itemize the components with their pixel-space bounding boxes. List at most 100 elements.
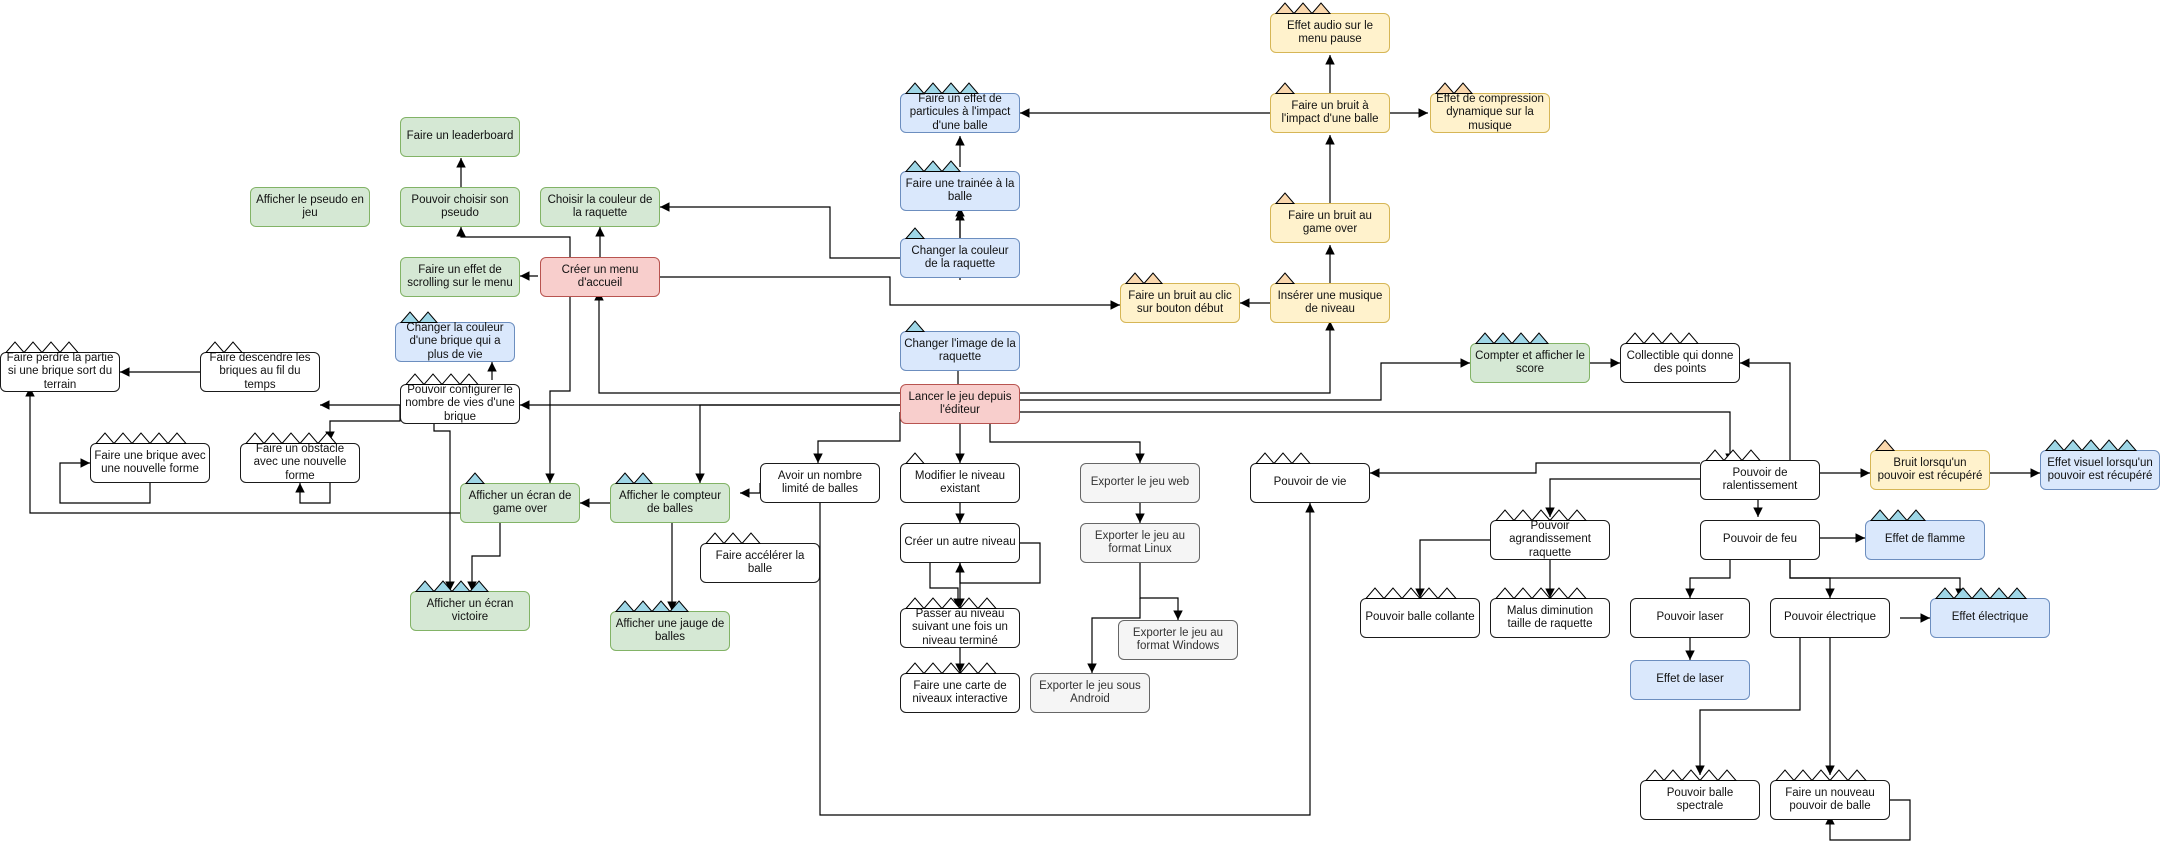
priority-triangle-icon	[1566, 509, 1587, 521]
priority-markers	[2045, 439, 2137, 451]
node-effet-electrique[interactable]: Effet électrique	[1930, 587, 2050, 638]
node-afficher-pseudo[interactable]: Afficher le pseudo en jeu	[250, 187, 370, 227]
node-bruit-clic[interactable]: Faire un bruit au clic sur bouton début	[1120, 272, 1240, 323]
node-victoire-screen[interactable]: Afficher un écran victoire	[410, 580, 530, 631]
node-pouvoir-vie[interactable]: Pouvoir de vie	[1250, 452, 1370, 503]
node-label: Faire un leaderboard	[406, 130, 514, 143]
node-lancer-le-jeu[interactable]: Lancer le jeu depuis l'éditeur	[900, 384, 1020, 424]
priority-triangle-icon	[1625, 332, 1646, 344]
edge	[1020, 411, 1735, 463]
priority-triangle-icon	[1548, 587, 1570, 599]
priority-triangle-icon	[1292, 2, 1314, 14]
node-compression-musique[interactable]: Effet de compression dynamique sur la mu…	[1430, 82, 1550, 133]
node-perdre-partie[interactable]: Faire perdre la partie si une brique sor…	[0, 341, 120, 392]
priority-triangle-icon	[58, 341, 79, 353]
node-label: Effet audio sur le menu pause	[1286, 19, 1374, 45]
priority-triangle-icon	[1418, 587, 1440, 599]
node-bruit-impact[interactable]: Faire un bruit à l'impact d'une balle	[1270, 82, 1390, 133]
priority-triangle-icon	[1530, 509, 1552, 521]
node-trainee-balle[interactable]: Faire une trainée à la balle	[900, 160, 1020, 211]
priority-triangle-icon	[1495, 509, 1516, 521]
node-bruit-game-over[interactable]: Faire un bruit au game over	[1270, 192, 1390, 243]
node-export-windows[interactable]: Exporter le jeu au format Windows	[1118, 620, 1238, 660]
node-label: Changer l'image de la raquette	[904, 337, 1016, 363]
node-niveau-suivant[interactable]: Passer au niveau suivant une fois un niv…	[900, 597, 1020, 648]
node-bruit-pouvoir[interactable]: Bruit lorsqu'un pouvoir est récupéré	[1870, 439, 1990, 490]
node-descendre-briques[interactable]: Faire descendre les briques au fil du te…	[200, 341, 320, 392]
node-couleur-raquette[interactable]: Changer la couleur de la raquette	[900, 227, 1020, 278]
edge	[1789, 560, 1835, 598]
node-carte-niveaux[interactable]: Faire une carte de niveaux interactive	[900, 662, 1020, 713]
node-audio-pause[interactable]: Effet audio sur le menu pause	[1270, 2, 1390, 53]
priority-triangle-icon	[632, 600, 654, 612]
priority-markers	[205, 341, 243, 353]
priority-markers	[245, 432, 337, 444]
priority-markers	[5, 341, 79, 353]
priority-triangle-icon	[1530, 587, 1552, 599]
node-scrolling-menu[interactable]: Faire un effet de scrolling sur le menu	[400, 257, 520, 297]
node-balle-spectrale[interactable]: Pouvoir balle spectrale	[1640, 769, 1760, 820]
node-agrandissement-raquette[interactable]: Pouvoir agrandissement raquette	[1490, 509, 1610, 560]
node-compteur-balles[interactable]: Afficher le compteur de balles	[610, 472, 730, 523]
node-malus-raquette[interactable]: Malus diminution taille de raquette	[1490, 587, 1610, 638]
priority-triangle-icon	[1548, 509, 1570, 521]
priority-triangle-icon	[1290, 452, 1311, 464]
priority-triangle-icon	[1452, 82, 1473, 94]
priority-markers	[1645, 769, 1737, 781]
node-modifier-niveau[interactable]: Modifier le niveau existant	[900, 452, 1020, 503]
node-musique-niveau[interactable]: Insérer une musique de niveau	[1270, 272, 1390, 323]
node-nouveau-pouvoir-balle[interactable]: Faire un nouveau pouvoir de balle	[1770, 769, 1890, 820]
edge	[1825, 799, 1911, 841]
node-effet-flamme[interactable]: Effet de flamme	[1865, 509, 1985, 560]
priority-triangle-icon	[222, 341, 243, 353]
priority-triangle-icon	[450, 580, 472, 592]
priority-triangle-icon	[1775, 769, 1796, 781]
priority-triangle-icon	[1142, 272, 1163, 284]
priority-triangle-icon	[1125, 272, 1146, 284]
priority-triangle-icon	[940, 597, 962, 609]
node-export-web[interactable]: Exporter le jeu web	[1080, 463, 1200, 503]
node-jauge-balles[interactable]: Afficher une jauge de balles	[610, 600, 730, 651]
node-menu-accueil[interactable]: Créer un menu d'accueil	[540, 257, 660, 297]
node-score[interactable]: Compter et afficher le score	[1470, 332, 1590, 383]
node-particules-impact[interactable]: Faire un effet de particules à l'impact …	[900, 82, 1020, 133]
priority-markers	[95, 432, 187, 444]
node-pouvoir-laser[interactable]: Pouvoir laser	[1630, 598, 1750, 638]
priority-triangle-icon	[1875, 439, 1895, 451]
node-collectible-points[interactable]: Collectible qui donne des points	[1620, 332, 1740, 383]
node-creer-niveau[interactable]: Créer un autre niveau	[900, 523, 1020, 563]
priority-markers	[905, 597, 997, 609]
priority-markers	[1775, 769, 1867, 781]
priority-triangle-icon	[40, 341, 62, 353]
node-leaderboard[interactable]: Faire un leaderboard	[400, 117, 520, 157]
node-image-raquette[interactable]: Changer l'image de la raquette	[900, 320, 1020, 371]
node-vies-brique[interactable]: Pouvoir configurer le nombre de vies d'u…	[400, 373, 520, 424]
node-effet-visuel-pouvoir[interactable]: Effet visuel lorsqu'un pouvoir est récup…	[2040, 439, 2160, 490]
node-pouvoir-feu[interactable]: Pouvoir de feu	[1700, 520, 1820, 560]
node-couleur-brique[interactable]: Changer la couleur d'une brique qui a pl…	[395, 311, 515, 362]
priority-triangle-icon	[298, 432, 320, 444]
node-game-over-screen[interactable]: Afficher un écran de game over	[460, 472, 580, 523]
priority-triangle-icon	[705, 532, 726, 544]
node-brique-forme[interactable]: Faire une brique avec une nouvelle forme	[90, 432, 210, 483]
priority-triangle-icon	[650, 600, 672, 612]
priority-triangle-icon	[958, 662, 980, 674]
node-choisir-pseudo[interactable]: Pouvoir choisir son pseudo	[400, 187, 520, 227]
priority-markers	[1125, 272, 1163, 284]
node-label: Faire un obstacle avec une nouvelle form…	[253, 443, 347, 482]
node-label: Exporter le jeu au format Windows	[1132, 626, 1224, 652]
node-export-android[interactable]: Exporter le jeu sous Android	[1030, 673, 1150, 713]
node-balle-collante[interactable]: Pouvoir balle collante	[1360, 587, 1480, 638]
priority-triangle-icon	[405, 373, 426, 385]
priority-triangle-icon	[417, 311, 438, 323]
node-couleur-raquette-menu[interactable]: Choisir la couleur de la raquette	[540, 187, 660, 227]
node-accelerer-balle[interactable]: Faire accélérer la balle	[700, 532, 820, 583]
node-export-linux[interactable]: Exporter le jeu au format Linux	[1080, 523, 1200, 563]
priority-triangle-icon	[740, 532, 761, 544]
node-pouvoir-electrique[interactable]: Pouvoir électrique	[1770, 598, 1890, 638]
edge	[545, 297, 571, 483]
node-effet-laser[interactable]: Effet de laser	[1630, 660, 1750, 700]
node-obstacle-forme[interactable]: Faire un obstacle avec une nouvelle form…	[240, 432, 360, 483]
node-pouvoir-ralentissement[interactable]: Pouvoir de ralentissement	[1700, 449, 1820, 500]
node-nombre-balles[interactable]: Avoir un nombre limité de balles	[760, 463, 880, 503]
